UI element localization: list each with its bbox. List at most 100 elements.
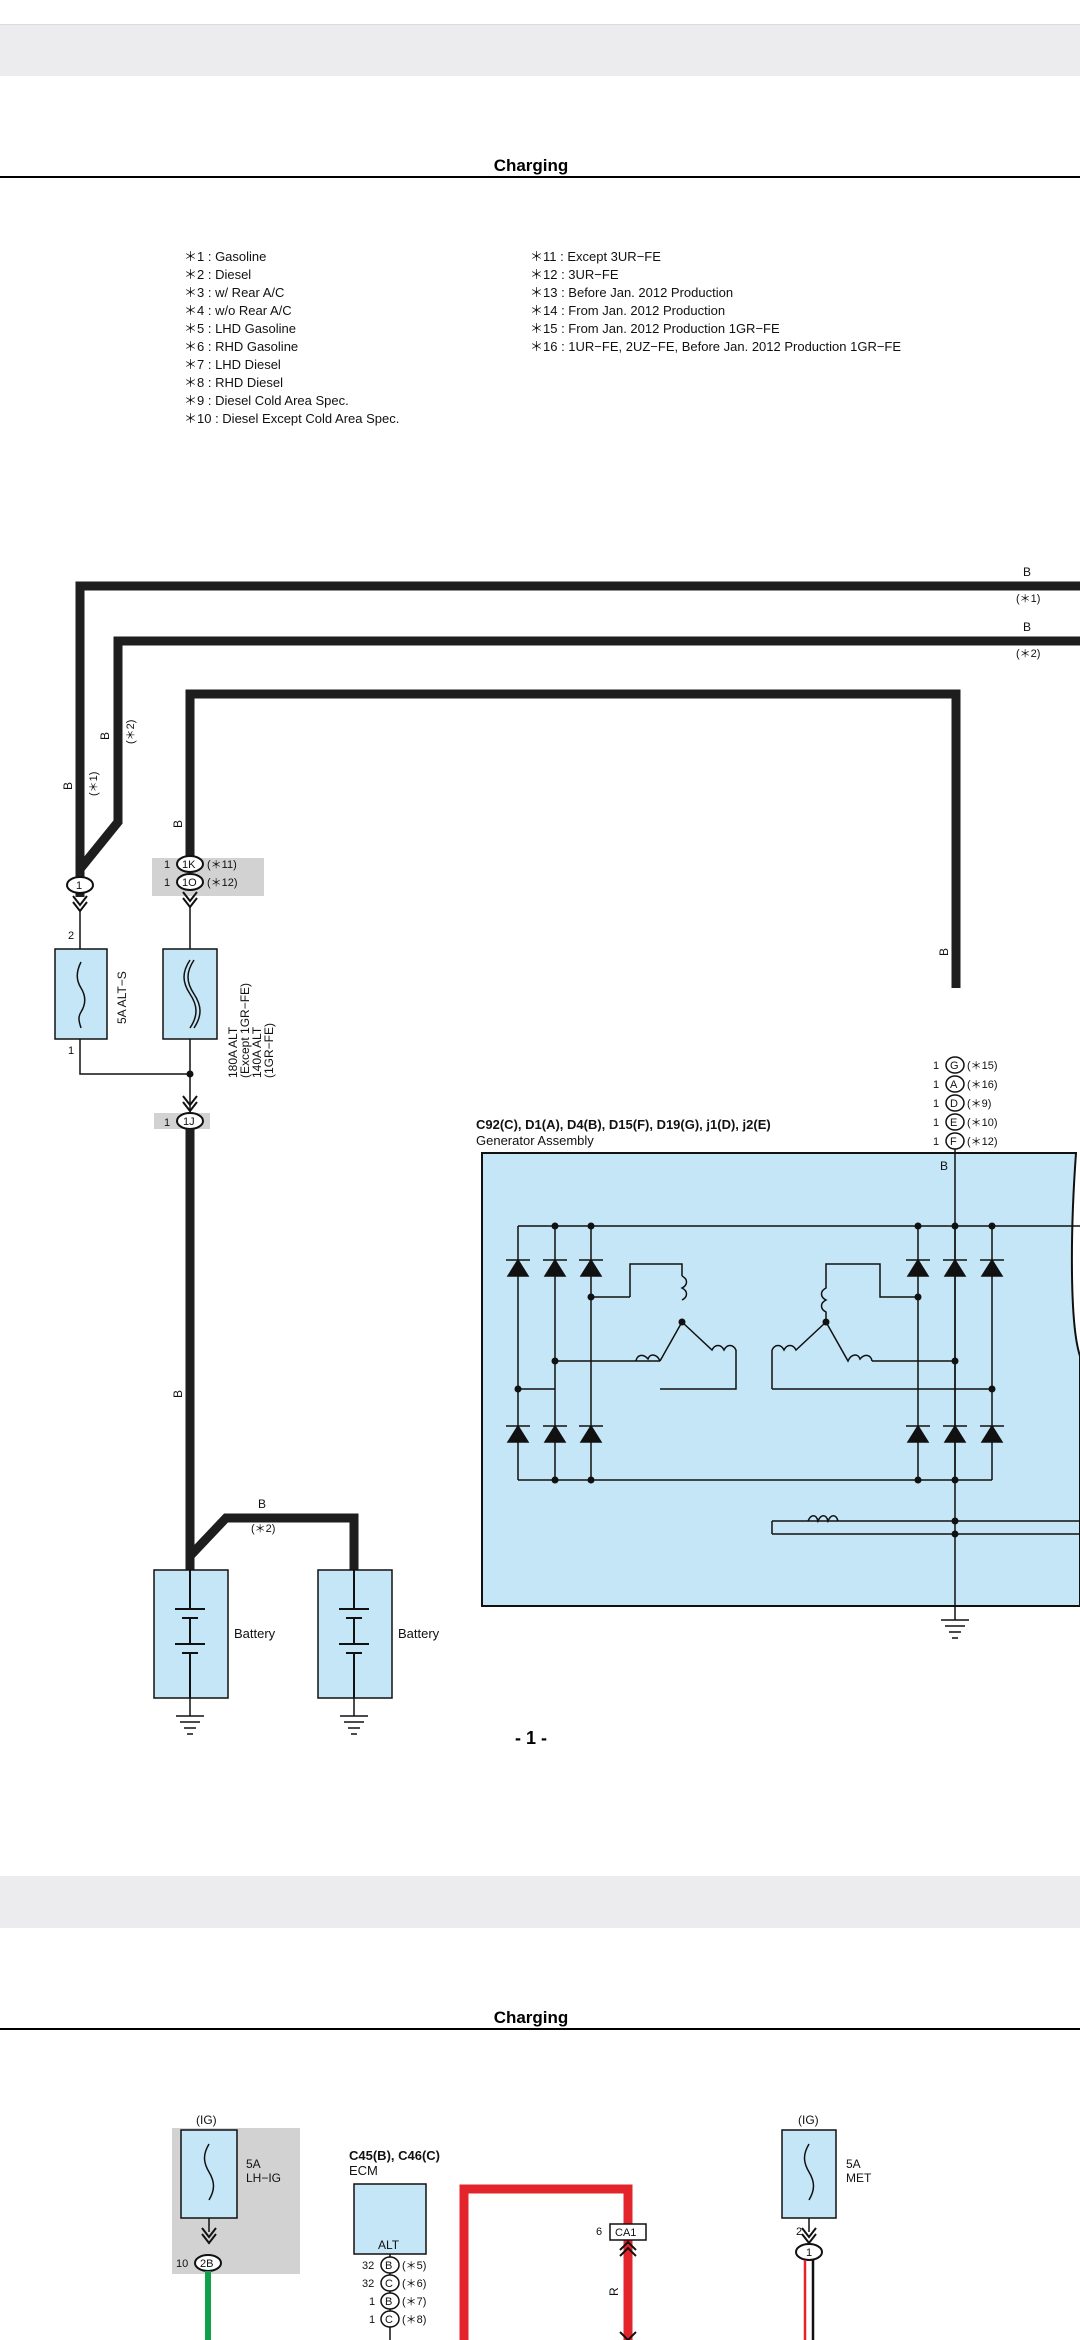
pin-1-label: 1 [933, 1060, 939, 1072]
wire-label-b: B [937, 948, 951, 956]
cond-12: (＊12) [967, 1136, 998, 1148]
battery-2-label: Battery [398, 1626, 440, 1641]
ground-icon [941, 1619, 969, 1639]
fuse-lh-ig-label-2: LH−IG [246, 2171, 281, 2185]
fuse-symbol [203, 2143, 215, 2201]
met-pin: 2 [796, 2226, 802, 2238]
diode-group [506, 1258, 1004, 1443]
fuse-lh-ig-label-1: 5A [246, 2157, 261, 2171]
note-9: ＊9 : Diesel Cold Area Spec. [184, 393, 349, 408]
splice-point [186, 1070, 194, 1078]
charging-schematic-2: (IG) 5A LH−IG 10 2B C45(B), C46(C) ECM A… [172, 2113, 872, 2340]
ecm-pin-conn: C [385, 2278, 393, 2290]
connector-1-label: 1 [76, 880, 82, 892]
fuse-alt-label-2: (Except 1GR−FE) [238, 983, 252, 1078]
ecm-pin-cond: (＊5) [402, 2260, 426, 2272]
splice-highlight [152, 858, 264, 896]
alt-label: ALT [378, 2238, 400, 2252]
gen-pin-e-label: E [950, 1117, 957, 1129]
wire-label-b: B [61, 782, 75, 790]
pin-2-label: 2 [68, 930, 74, 942]
fuse-symbol [76, 961, 86, 1029]
connector-1 [66, 876, 94, 894]
fuse-alt-label-1: 180A ALT [226, 1026, 240, 1078]
cond-10: (＊10) [967, 1117, 998, 1129]
ecm-pin-conn: B [385, 2260, 392, 2272]
wire-label-b: B [940, 1159, 948, 1173]
ecm-pin-cond: (＊6) [402, 2278, 426, 2290]
note-11: ＊11 : Except 3UR−FE [530, 249, 661, 264]
wire-red [459, 2184, 633, 2340]
note-4: ＊4 : w/o Rear A/C [184, 303, 292, 318]
battery-symbol [175, 1570, 205, 1698]
ecm-pin [380, 2310, 400, 2328]
pin-1-label: 1 [933, 1136, 939, 1148]
top-bar [0, 0, 1080, 25]
fuse-alt-s [54, 948, 108, 1040]
ig-label: (IG) [798, 2113, 819, 2127]
ecm-pin-num: 32 [362, 2260, 374, 2272]
wire-label-b: B [171, 1390, 185, 1398]
ecm-pin-cond: (＊8) [402, 2314, 426, 2326]
connector-chevron [72, 895, 88, 913]
gen-pin-g-label: G [950, 1060, 959, 1072]
fuse-lh-ig [180, 2129, 238, 2219]
page-number: - 1 - [514, 1728, 547, 1748]
notes-left: ＊1 : Gasoline ＊2 : Diesel ＊3 : w/ Rear A… [184, 248, 399, 428]
generator-subtitle: Generator Assembly [476, 1133, 594, 1148]
wire-cond-2: (＊2) [125, 720, 137, 744]
wire-label-b: B [258, 1497, 266, 1511]
wire-cond-2: (＊2) [1016, 648, 1040, 660]
pin-1-label: 1 [164, 1117, 170, 1129]
battery-1-label: Battery [234, 1626, 276, 1641]
connector-1o [176, 873, 204, 891]
thin-wire [79, 1039, 190, 1075]
wire-cond-1: (＊1) [1016, 593, 1040, 605]
note-10: ＊10 : Diesel Except Cold Area Spec. [184, 411, 400, 426]
ecm-pin-conn: C [385, 2314, 393, 2326]
page-title: Charging [493, 156, 569, 175]
fuse-alt-label-4: (1GR−FE) [262, 1023, 276, 1078]
wire-label-b: B [171, 820, 185, 828]
note-13: ＊13 : Before Jan. 2012 Production [530, 285, 734, 300]
ecm-pin [380, 2274, 400, 2292]
ground-icon [340, 1698, 368, 1735]
connector-chevron [619, 2240, 637, 2257]
note-5: ＊5 : LHD Gasoline [184, 321, 296, 336]
cond-15: (＊15) [967, 1060, 998, 1072]
cond-9: (＊9) [967, 1098, 991, 1110]
cond-16: (＊16) [967, 1079, 998, 1091]
fuse-met [781, 2129, 837, 2219]
fuse-alt-s-label: 5A ALT−S [115, 971, 129, 1024]
fuse-met-label-1: 5A [846, 2157, 861, 2171]
notes-right: ＊11 : Except 3UR−FE ＊12 : 3UR−FE ＊13 : B… [530, 248, 901, 356]
note-12: ＊12 : 3UR−FE [530, 267, 619, 282]
note-3: ＊3 : w/ Rear A/C [184, 285, 285, 300]
gen-pin-g [945, 1056, 965, 1074]
connector-chevron [619, 2331, 637, 2340]
note-2: ＊2 : Diesel [184, 267, 252, 282]
wire-main-1 [75, 581, 1080, 897]
gen-pin-e [945, 1113, 965, 1131]
wire-label-b: B [98, 732, 112, 740]
pin-1-label: 1 [933, 1098, 939, 1110]
ig-label: (IG) [196, 2113, 217, 2127]
ecm-pin-num: 32 [362, 2278, 374, 2290]
note-8: ＊8 : RHD Diesel [184, 375, 283, 390]
pin-1-label: 1 [933, 1117, 939, 1129]
generator-assembly [481, 1152, 1080, 1607]
note-14: ＊14 : From Jan. 2012 Production [530, 303, 726, 318]
gen-pin-a [945, 1075, 965, 1093]
wire-label-b: B [1023, 565, 1031, 579]
battery-symbol [339, 1570, 369, 1698]
connector-1j-label: 1J [183, 1116, 195, 1128]
connector-2b-label: 2B [200, 2258, 213, 2270]
connector-ca1-label: CA1 [615, 2227, 636, 2239]
fuse-symbol [803, 2143, 815, 2201]
pin-1-label: 1 [933, 1079, 939, 1091]
generator-title: C92(C), D1(A), D4(B), D15(F), D19(G), j1… [476, 1117, 771, 1132]
cond-12: (＊12) [207, 877, 238, 889]
pin-1-label: 1 [68, 1045, 74, 1057]
connector-met-1-label: 1 [806, 2247, 812, 2259]
fuse-symbol [183, 959, 197, 1029]
